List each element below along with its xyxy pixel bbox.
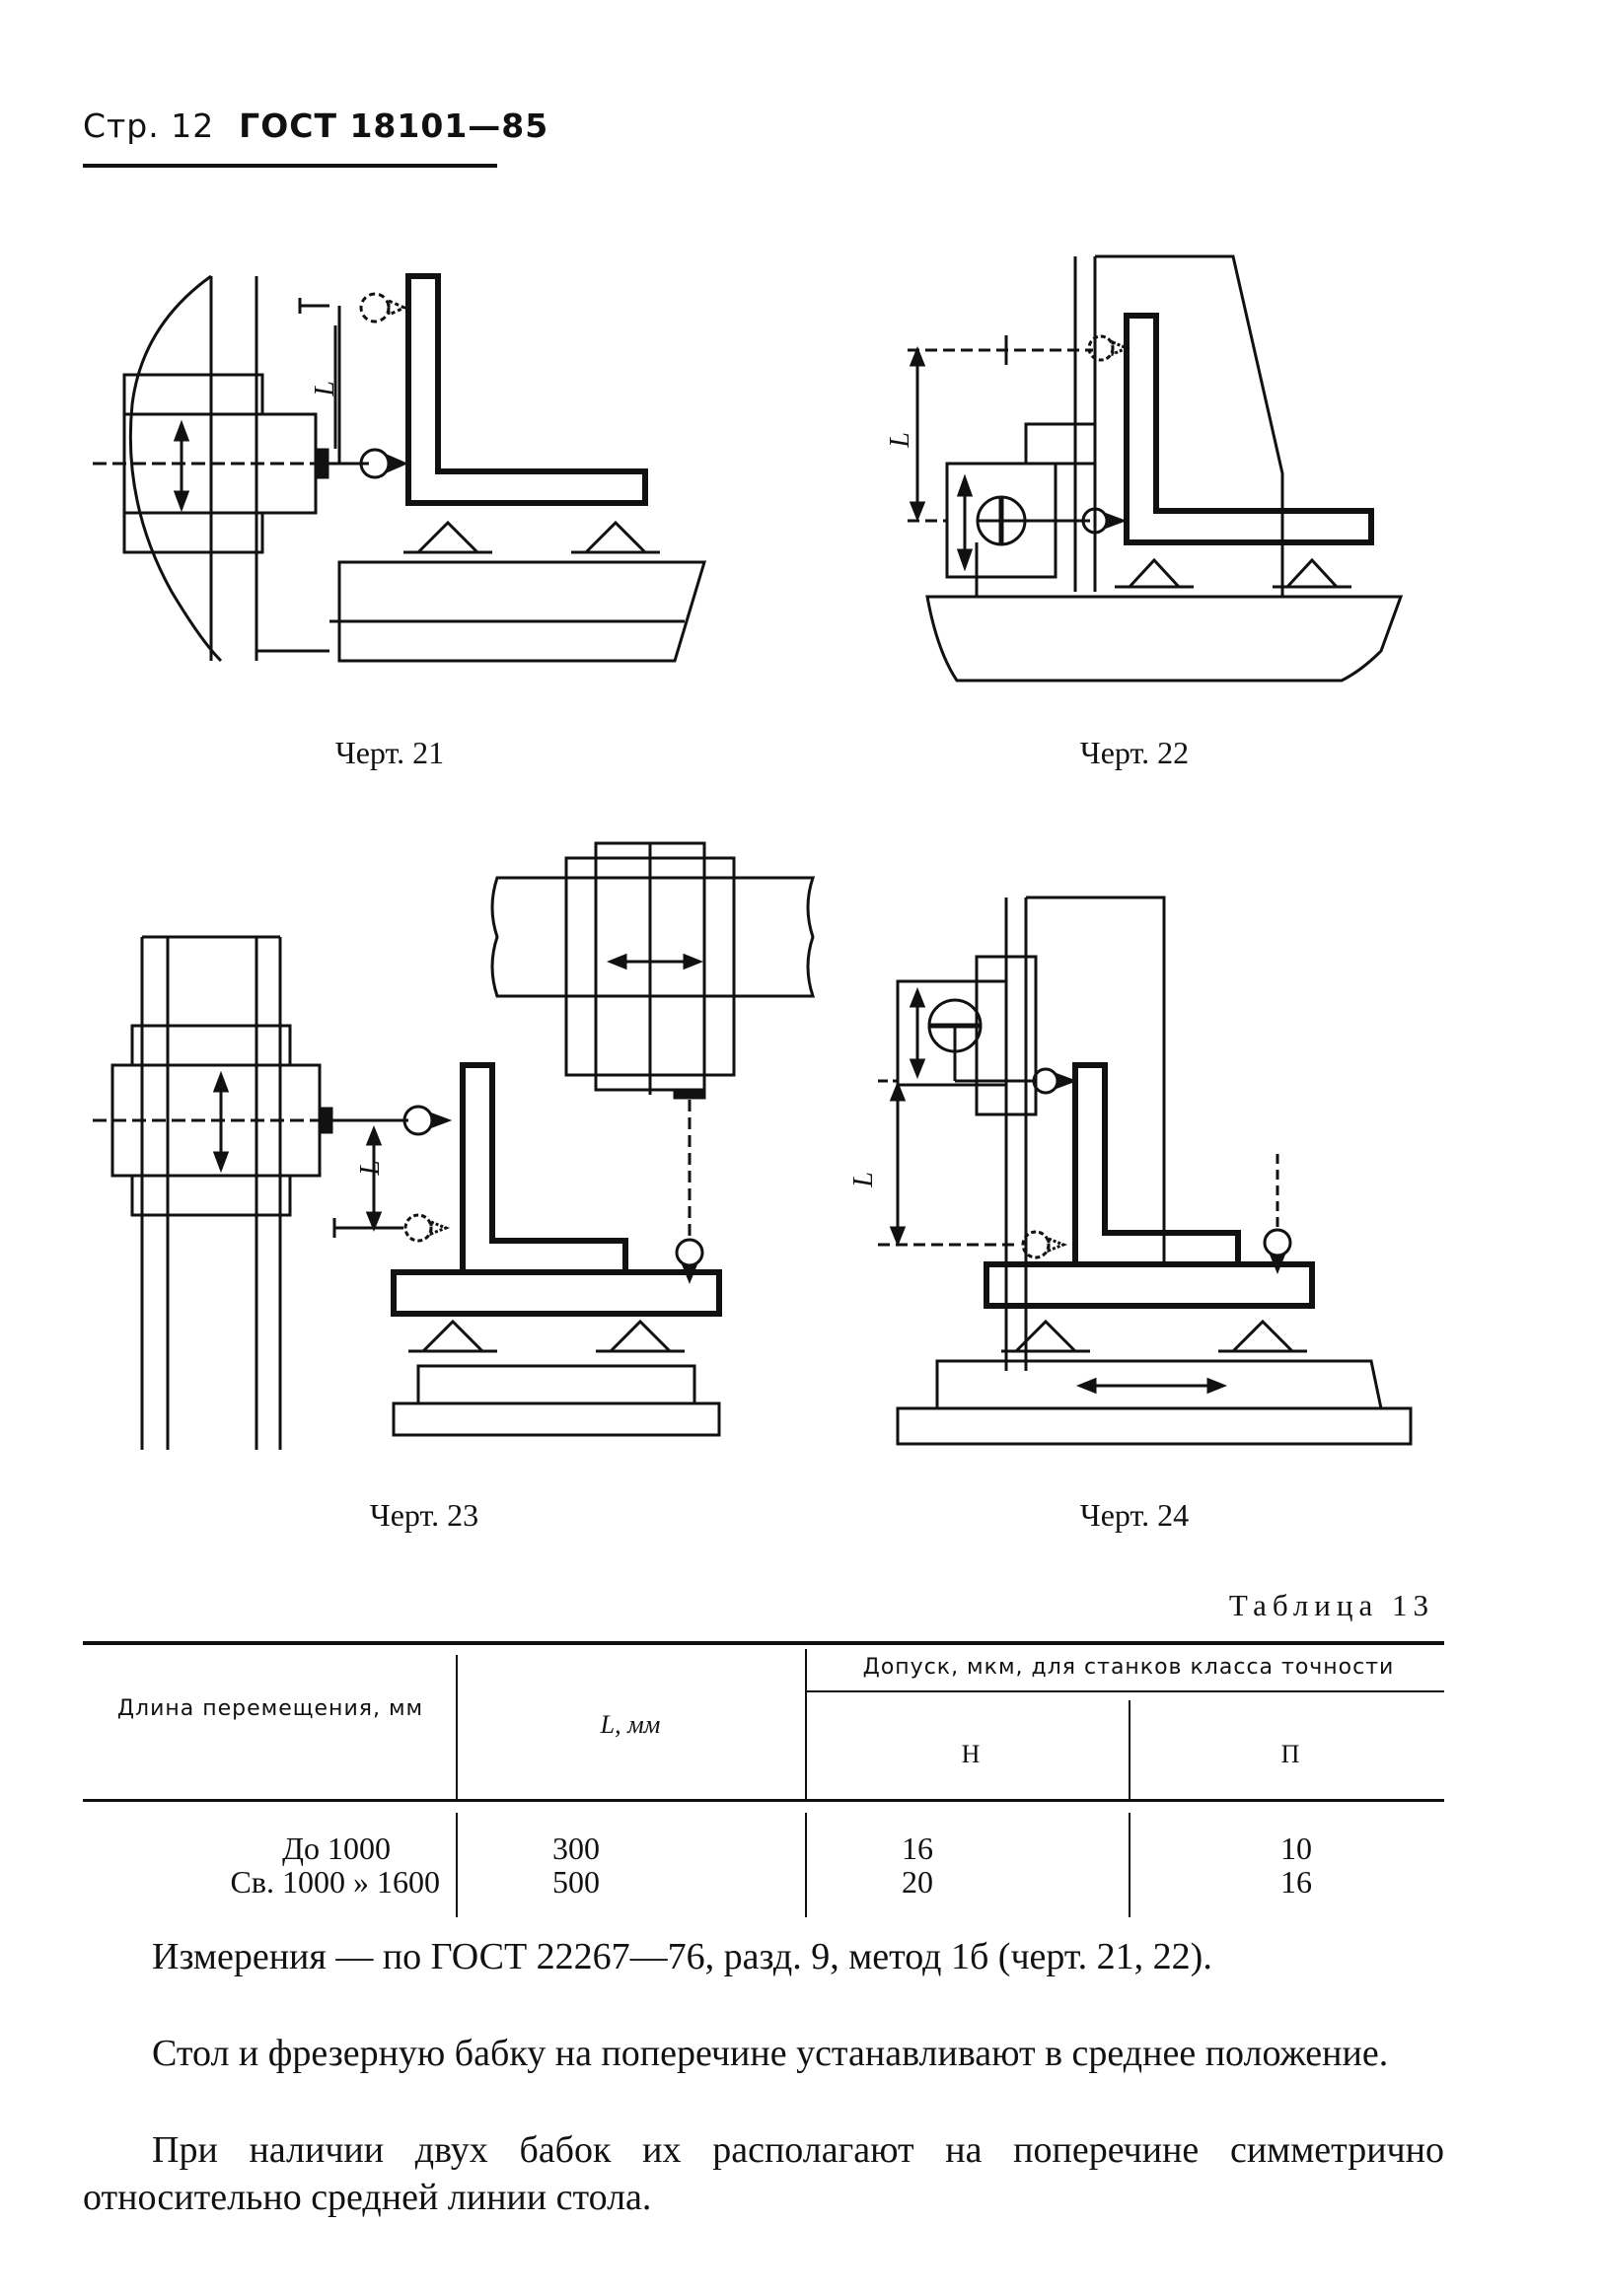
figure-21-caption: Черт. 21 xyxy=(334,735,445,770)
table-title: Таблица 13 xyxy=(1228,1588,1434,1622)
page-header: Стр. 12 ГОСТ 18101—85 xyxy=(83,107,548,145)
standard-code: ГОСТ 18101—85 xyxy=(239,107,549,145)
row2-P: 16 xyxy=(1280,1864,1312,1900)
figure-23-caption: Черт. 23 xyxy=(369,1497,479,1533)
row1-L: 300 xyxy=(552,1830,600,1866)
table-header-bottom-rule xyxy=(83,1799,1444,1802)
col-divider-2 xyxy=(805,1649,807,1799)
row1-P: 10 xyxy=(1280,1830,1312,1866)
col-divider-1 xyxy=(456,1655,458,1799)
paragraph-measurement: Измерения — по ГОСТ 22267—76, разд. 9, м… xyxy=(152,1936,1212,1977)
figure-24-dim-label: L xyxy=(847,1172,879,1187)
col-divider-3-body xyxy=(1129,1813,1130,1917)
figure-22-caption: Черт. 22 xyxy=(1079,735,1190,770)
figure-23-drawing xyxy=(83,838,833,1470)
figure-23-dim-label: L xyxy=(354,1160,386,1176)
col-divider-1-body xyxy=(456,1813,458,1917)
col-divider-2-body xyxy=(805,1813,807,1917)
header-length: Длина перемещения, мм xyxy=(116,1696,424,1721)
paragraph-two-heads: При наличии двух бабок их располагают на… xyxy=(83,2129,1444,2218)
figure-22-drawing xyxy=(868,247,1440,700)
header-rule xyxy=(83,164,497,168)
row2-length: Св. 1000 » 1600 xyxy=(230,1864,440,1900)
header-tolerance: Допуск, мкм, для станков класса точности xyxy=(862,1655,1395,1680)
row2-H: 20 xyxy=(902,1864,933,1900)
header-class-P: П xyxy=(1280,1740,1300,1768)
table-top-rule xyxy=(83,1641,1444,1645)
row2-L: 500 xyxy=(552,1864,600,1900)
tolerance-table: Длина перемещения, мм L, мм Допуск, мкм,… xyxy=(83,1641,1444,1917)
tolerance-header-rule xyxy=(805,1690,1444,1692)
row1-length: До 1000 xyxy=(282,1830,391,1866)
col-divider-3 xyxy=(1129,1700,1130,1799)
row1-H: 16 xyxy=(902,1830,933,1866)
paragraph-setup: Стол и фрезерную бабку на поперечине уст… xyxy=(152,2033,1389,2074)
figure-22-dim-label: L xyxy=(884,432,915,448)
figure-21-drawing xyxy=(83,266,724,700)
figure-24-drawing xyxy=(868,888,1440,1460)
page-number: Стр. 12 xyxy=(83,107,215,145)
figure-21-dim-label: L xyxy=(309,381,340,396)
figure-24-caption: Черт. 24 xyxy=(1079,1497,1190,1533)
header-class-H: Н xyxy=(961,1740,981,1768)
header-L: L, мм xyxy=(600,1710,661,1739)
